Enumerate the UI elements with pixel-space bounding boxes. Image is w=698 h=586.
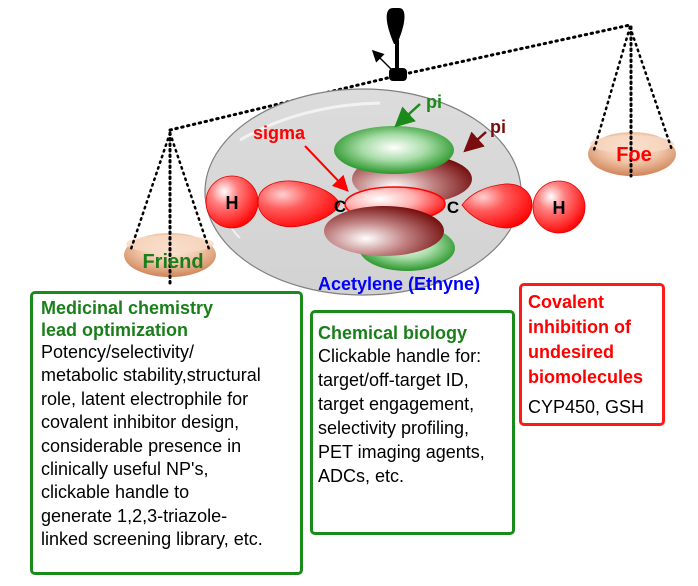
pi-arrow-green [394, 103, 421, 128]
hydrogen-label-right: H [553, 198, 566, 218]
body-line: ADCs, etc. [318, 466, 405, 486]
body-line: selectivity profiling, [318, 418, 470, 438]
right-scale-pan [588, 25, 676, 178]
body-line: linked screening library, etc. [41, 529, 263, 550]
body-line: CYP450, GSH [528, 397, 645, 417]
medicinal-chemistry-box: Medicinal chemistry lead optimization Po… [30, 291, 303, 575]
hydrogen-atom-right [461, 180, 586, 234]
pi-label-maroon: pi [490, 117, 506, 137]
carbon-label-right: C [447, 198, 459, 217]
body-line: target engagement, [318, 394, 475, 414]
title-line: undesired [528, 342, 615, 362]
covalent-inhibition-title: Covalent inhibition of undesired biomole… [528, 290, 662, 390]
title-line: Chemical biology [318, 323, 468, 343]
title-line: inhibition of [528, 317, 631, 337]
medicinal-chemistry-title: Medicinal chemistry lead optimization [41, 297, 300, 341]
covalent-inhibition-body: CYP450, GSH [528, 396, 662, 419]
body-line: generate 1,2,3-triazole- [41, 505, 228, 526]
hydrogen-atom-left [205, 175, 341, 229]
body-line: metabolic stability,structural [41, 365, 261, 386]
body-line: clinically useful NP's, [41, 459, 209, 480]
body-line: considerable presence in [41, 435, 242, 456]
left-scale-pan [124, 131, 216, 286]
title-line: biomolecules [528, 367, 644, 387]
sigma-arrow [304, 145, 349, 192]
body-line: PET imaging agents, [318, 442, 485, 462]
body-line: Potency/selectivity/ [41, 342, 195, 362]
title-line: Medicinal chemistry [41, 298, 214, 318]
pi-label-green: pi [426, 92, 442, 112]
body-line: clickable handle to [41, 482, 190, 503]
pi-arrow-maroon [463, 131, 487, 153]
body-line: Clickable handle for: [318, 346, 482, 366]
balance-fulcrum-icon [371, 8, 407, 81]
chemical-biology-title: Chemical biology [318, 322, 512, 344]
molecule-name-label: Acetylene (Ethyne) [318, 274, 480, 294]
title-line: lead optimization [41, 320, 189, 340]
medicinal-chemistry-body: Potency/selectivity/ metabolic stability… [41, 341, 300, 552]
friend-label: Friend [142, 251, 203, 273]
title-line: Covalent [528, 292, 605, 312]
foe-label: Foe [616, 144, 652, 166]
sigma-label: sigma [253, 123, 306, 143]
chemical-biology-box: Chemical biology Clickable handle for: t… [310, 310, 515, 535]
body-line: target/off-target ID, [318, 370, 469, 390]
chemical-biology-body: Clickable handle for: target/off-target … [318, 344, 512, 488]
hydrogen-label-left: H [226, 193, 239, 213]
body-line: role, latent electrophile for [41, 388, 249, 409]
pi-orbital-maroon-bottom [324, 206, 444, 256]
body-line: covalent inhibitor design, [41, 412, 240, 433]
carbon-label-left: C [334, 197, 346, 216]
pi-orbital-green-top [334, 126, 454, 174]
covalent-inhibition-box: Covalent inhibition of undesired biomole… [519, 283, 665, 426]
